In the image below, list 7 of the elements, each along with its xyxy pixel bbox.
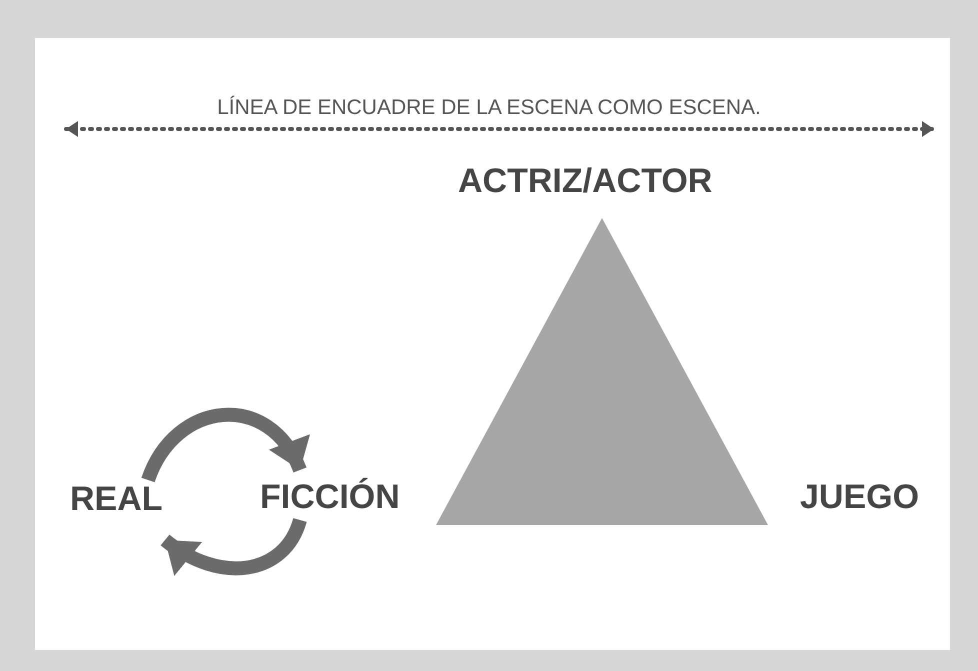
curved-arrow	[142, 408, 307, 483]
node-label: JUEGO	[800, 478, 920, 517]
triangle-shape	[436, 218, 768, 525]
node-label: ACTRIZ/ACTOR	[458, 162, 712, 201]
node-label: REAL	[70, 480, 163, 519]
node-label: FICCIÓN	[260, 478, 400, 517]
line-caption: LÍNEA DE ENCUADRE DE LA ESCENA COMO ESCENA.	[217, 96, 761, 119]
